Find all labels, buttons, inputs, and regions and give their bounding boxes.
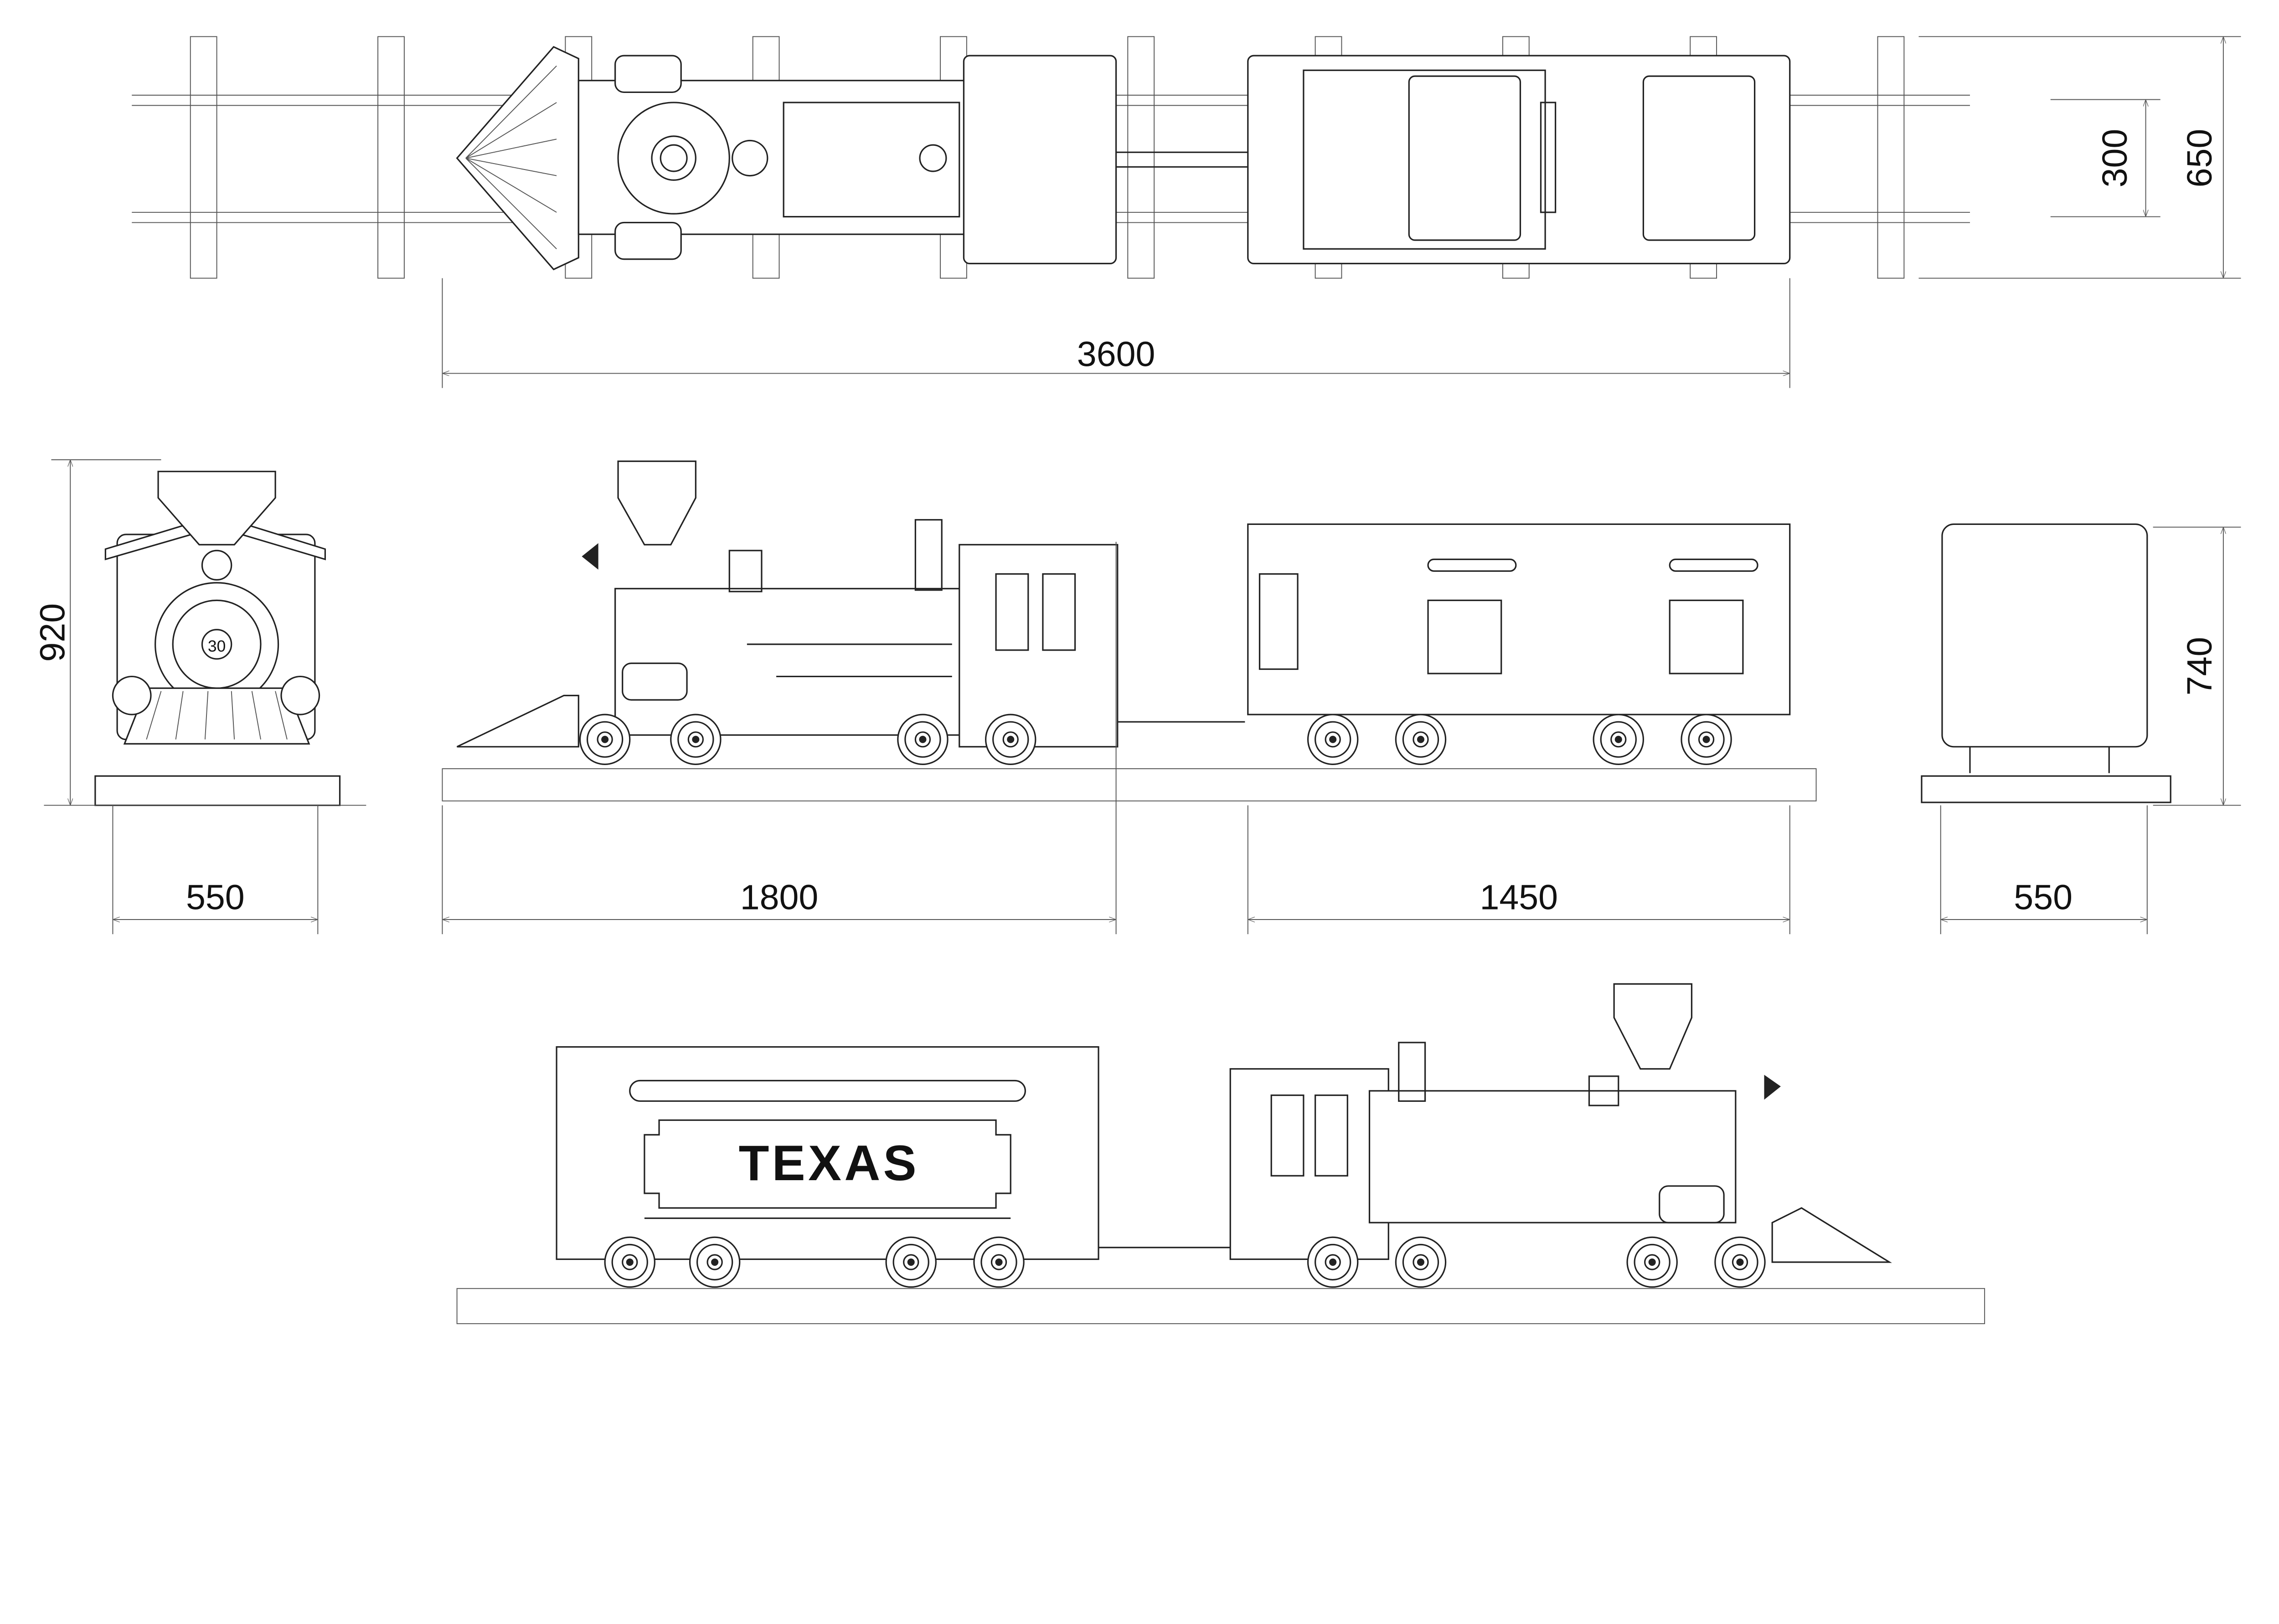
dim-tender-length: 1450 <box>1480 878 1558 917</box>
tender-name-plate: TEXAS <box>739 1136 919 1191</box>
technical-drawing: 3600 300 650 30 920 <box>33 36 2241 1324</box>
tender-opposite: TEXAS <box>556 1046 1231 1288</box>
top-view: 3600 300 650 <box>132 36 2241 388</box>
dim-height-front: 920 <box>33 603 72 662</box>
dim-locomotive-length: 1800 <box>740 878 819 917</box>
dimension-overall-length: 3600 <box>442 278 1790 388</box>
tender-side <box>1247 523 1791 765</box>
opposite-side-view: TEXAS <box>456 983 1985 1324</box>
locomotive-number: 30 <box>208 637 226 655</box>
dim-overall-width: 650 <box>2180 129 2219 188</box>
dimension-widths: 300 650 <box>1918 36 2241 279</box>
dim-overall-length: 3600 <box>1077 334 1155 374</box>
loco-opposite <box>1229 983 1892 1288</box>
locomotive-top <box>456 46 1248 271</box>
tender-top <box>1247 55 1791 265</box>
loco-side <box>456 460 1245 765</box>
dim-rear-width: 550 <box>2014 878 2073 917</box>
dimension-height-front: 920 <box>33 459 366 806</box>
front-view: 30 <box>94 471 341 806</box>
dim-front-width: 550 <box>186 878 245 917</box>
dimension-height-rear: 740 <box>2153 526 2241 806</box>
dim-height-rear: 740 <box>2180 637 2219 696</box>
rear-view <box>1921 523 2171 803</box>
side-view <box>442 460 1817 802</box>
bottom-dimensions: 550 1800 1450 550 <box>112 541 2148 935</box>
dim-track-gauge: 300 <box>2095 129 2135 188</box>
